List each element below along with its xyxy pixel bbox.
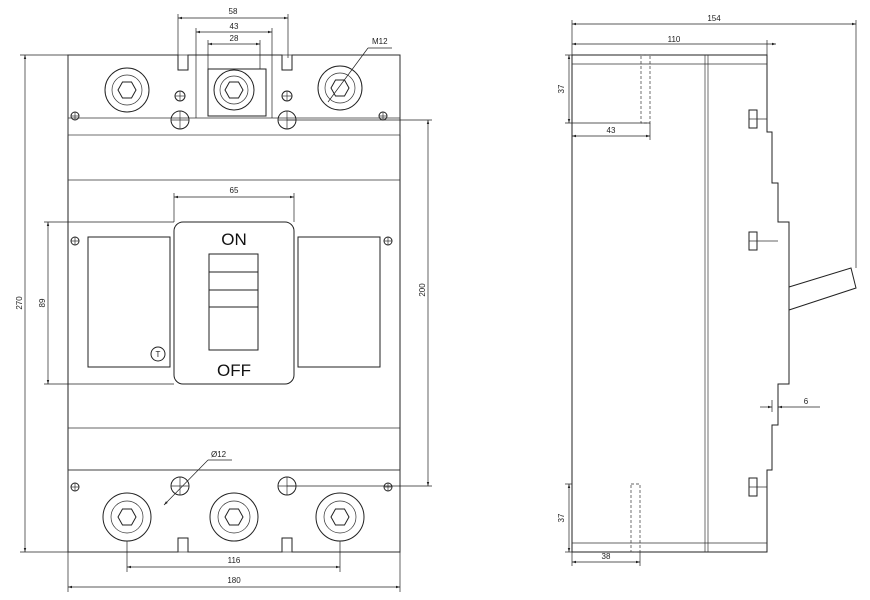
cover-screws	[70, 236, 393, 492]
svg-text:28: 28	[230, 34, 239, 43]
label-off: OFF	[217, 361, 251, 380]
bottom-terminal-2	[209, 492, 259, 542]
svg-text:37: 37	[557, 84, 566, 93]
dim-28: 28	[207, 34, 261, 69]
svg-text:154: 154	[707, 14, 721, 23]
svg-text:180: 180	[227, 576, 241, 585]
svg-text:270: 270	[15, 296, 24, 310]
svg-text:89: 89	[38, 298, 47, 307]
right-cover	[297, 236, 381, 368]
svg-text:Ø12: Ø12	[211, 450, 227, 459]
dim-37-bottom: 37	[557, 483, 572, 553]
svg-text:110: 110	[668, 35, 681, 44]
svg-text:116: 116	[228, 556, 241, 565]
svg-text:43: 43	[230, 22, 239, 31]
dim-37-top: 37	[557, 54, 650, 124]
svg-text:6: 6	[804, 397, 809, 406]
dim-43: 43	[195, 22, 273, 118]
dim-38: 38	[571, 552, 641, 566]
bottom-mount-holes	[170, 476, 297, 496]
bottom-terminal-block	[67, 469, 401, 553]
svg-text:38: 38	[602, 552, 611, 561]
top-terminal-block	[67, 54, 401, 136]
bottom-bolt-hidden	[630, 483, 641, 553]
svg-text:200: 200	[418, 283, 427, 297]
dim-110: 110	[572, 35, 776, 55]
toggle-handle[interactable]	[208, 253, 259, 351]
top-bolt-hidden	[640, 54, 651, 124]
dim-65: 65	[173, 186, 295, 222]
svg-text:65: 65	[230, 186, 239, 195]
bottom-terminal-3	[315, 492, 365, 542]
dim-6: 6	[760, 397, 820, 412]
dim-hole-12: Ø12	[163, 450, 232, 506]
dim-270: 270	[15, 54, 68, 553]
svg-text:M12: M12	[372, 37, 388, 46]
terminal-t-label: T	[156, 350, 161, 359]
left-cover	[87, 236, 171, 368]
front-body-outline	[67, 54, 401, 553]
svg-text:58: 58	[229, 7, 238, 16]
side-clips	[748, 109, 778, 497]
svg-text:43: 43	[607, 126, 616, 135]
terminal-t-marker	[150, 346, 166, 362]
dim-43-side: 43	[572, 123, 651, 140]
dim-58: 58	[177, 7, 289, 58]
dim-200: 200	[287, 119, 432, 487]
side-view: 154 110 37 43 37 38	[557, 14, 857, 566]
top-terminal-3	[317, 65, 363, 111]
dim-116: 116	[126, 541, 341, 572]
side-body-outline	[571, 54, 790, 553]
dim-m12: M12	[327, 37, 392, 103]
svg-text:37: 37	[557, 513, 566, 522]
side-handle-lever	[788, 267, 857, 311]
top-terminal-1	[104, 67, 150, 113]
label-on: ON	[221, 230, 247, 249]
handle-escutcheon	[173, 221, 295, 385]
top-terminal-2	[207, 68, 267, 117]
dim-154: 154	[571, 14, 857, 268]
dim-89: 89	[38, 221, 174, 385]
dim-180: 180	[67, 552, 401, 592]
front-view: T ON OFF	[15, 7, 432, 592]
bottom-terminal-1	[102, 492, 152, 542]
